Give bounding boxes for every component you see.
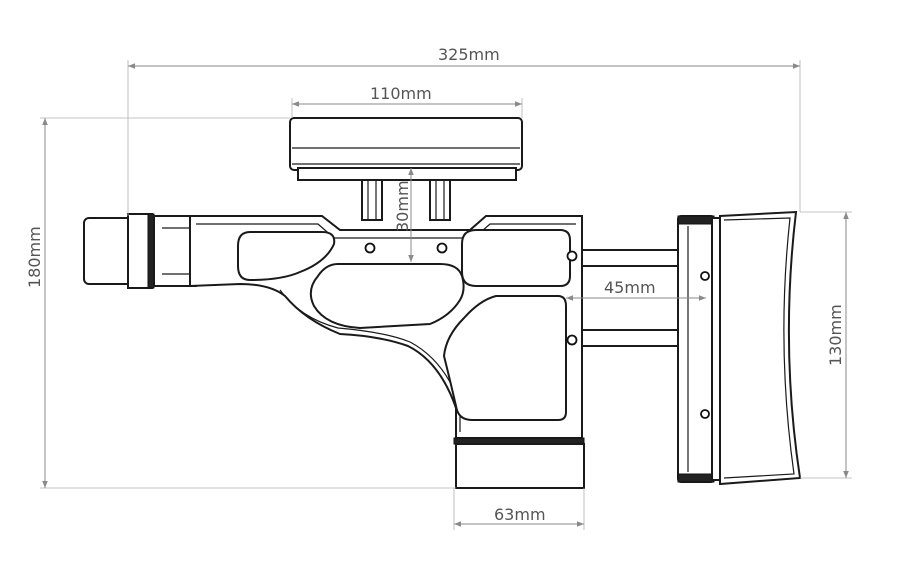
cutout-upper-rear <box>461 229 571 287</box>
grip-base <box>453 437 585 489</box>
butt-pad <box>719 210 802 486</box>
label-cheek-width: 110mm <box>370 84 432 103</box>
label-grip-width: 63mm <box>494 505 546 524</box>
label-riser-height: 30mm <box>393 180 412 232</box>
butt-frame <box>677 215 721 483</box>
label-overall-length: 325mm <box>438 45 500 64</box>
label-butt-height: 130mm <box>826 304 845 366</box>
dimension-lop-extension: 45mm <box>566 278 706 301</box>
cutout-front <box>237 231 336 282</box>
label-overall-height: 180mm <box>25 226 44 288</box>
dimension-riser-height: 30mm <box>393 168 414 262</box>
cutout-center <box>309 263 465 330</box>
dimension-cheek-width: 110mm <box>291 84 523 118</box>
cheek-riser-posts <box>361 179 451 221</box>
label-lop-extension: 45mm <box>604 278 656 297</box>
cheek-rest <box>289 117 523 181</box>
front-adapter <box>83 213 197 289</box>
stock-assembly <box>83 117 802 489</box>
dimension-butt-height: 130mm <box>800 211 852 479</box>
cutout-lower-rear <box>442 295 567 421</box>
dimension-overall-height: 180mm <box>25 117 456 489</box>
dimension-grip-width: 63mm <box>453 488 585 530</box>
dimension-overall-length: 325mm <box>127 45 801 216</box>
lop-rods <box>581 249 681 347</box>
